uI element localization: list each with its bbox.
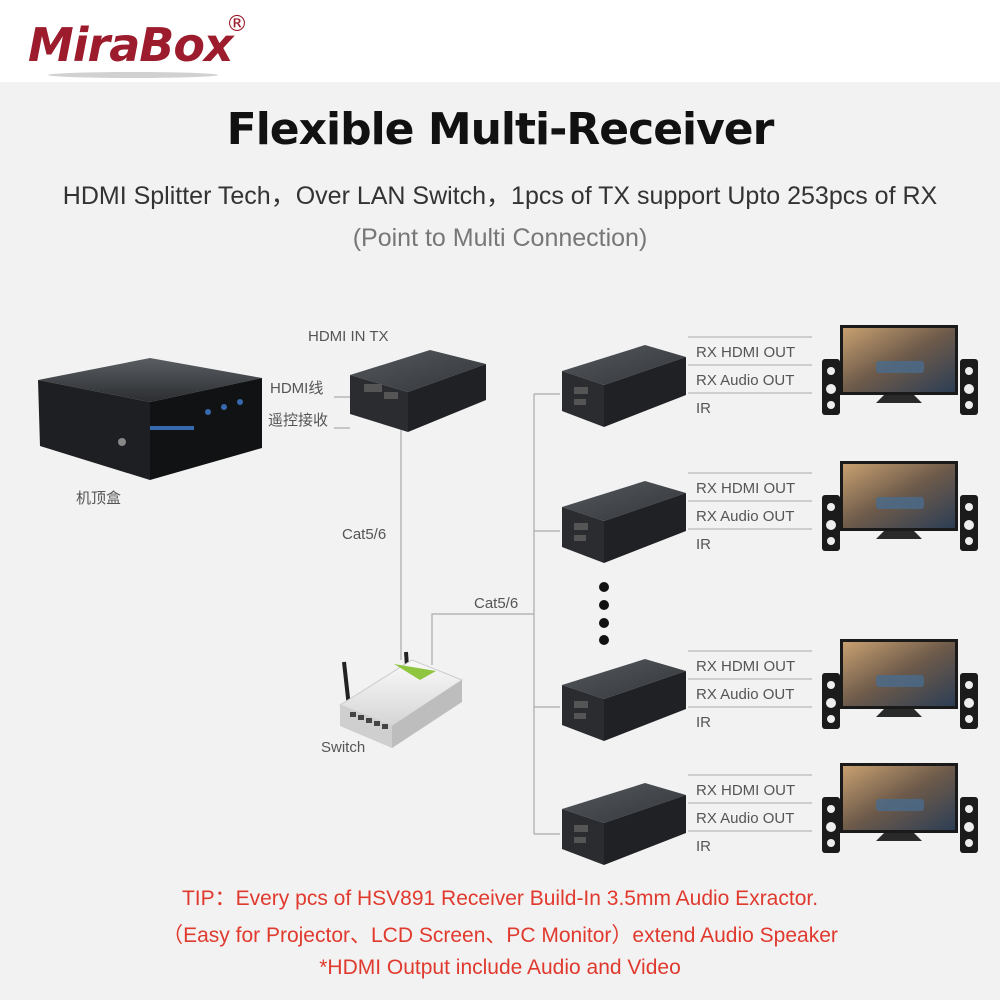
tv-display [840,325,958,403]
receiver-row: RX HDMI OUT RX Audio OUT IR [562,763,978,865]
tx-label: HDMI IN TX [308,328,389,345]
receiver-rows: RX HDMI OUT RX Audio OUT IR RX HDMI OUT RX A… [562,325,978,865]
ir-receive-label: 遥控接收 [268,412,328,429]
registered-mark: ® [226,12,248,37]
hdmi-transmitter [350,350,486,432]
receiver-port-label: IR [696,714,711,731]
brand-logo: MiraBox [28,18,234,72]
speaker-right-icon [960,673,978,729]
speaker-left-icon [822,495,840,551]
speaker-right-icon [960,797,978,853]
receiver-port-label: IR [696,400,711,417]
receiver-port-label: RX HDMI OUT [696,480,795,497]
connection-lines [334,393,560,835]
tip-line-1: TIP：Every pcs of HSV891 Receiver Build-I… [181,887,819,910]
hdmi-cable-label: HDMI线 [270,380,323,397]
receiver-port-label: RX HDMI OUT [696,782,795,799]
tv-display [840,639,958,717]
cable-label-tx: Cat5/6 [342,526,386,543]
hdmi-receiver [562,783,686,865]
speaker-left-icon [822,797,840,853]
tip-line-3: *HDMI Output include Audio and Video [319,956,681,979]
tv-display [840,461,958,539]
cable-label-switch: Cat5/6 [474,595,518,612]
switch-label: Switch [321,739,365,756]
receiver-port-label: RX Audio OUT [696,810,794,827]
hdmi-receiver [562,345,686,427]
receiver-port-label: RX Audio OUT [696,508,794,525]
receiver-row: RX HDMI OUT RX Audio OUT IR [562,461,978,563]
receiver-port-label: RX HDMI OUT [696,658,795,675]
receiver-port-label: RX HDMI OUT [696,344,795,361]
page-title: Flexible Multi-Receiver [226,104,775,155]
receiver-row: RX HDMI OUT RX Audio OUT IR [562,325,978,427]
page-subtitle-connection: (Point to Multi Connection) [352,224,648,252]
logo-shadow [48,72,218,78]
set-top-box [38,358,262,480]
receiver-port-label: RX Audio OUT [696,372,794,389]
speaker-right-icon [960,359,978,415]
speaker-right-icon [960,495,978,551]
tv-display [840,763,958,841]
page-subtitle: HDMI Splitter Tech，Over LAN Switch，1pcs … [62,182,938,210]
receiver-port-label: RX Audio OUT [696,686,794,703]
speaker-left-icon [822,673,840,729]
set-top-box-label: 机顶盒 [76,490,121,507]
speaker-left-icon [822,359,840,415]
receiver-port-label: IR [696,536,711,553]
tip-line-2: （Easy for Projector、LCD Screen、PC Monito… [162,924,838,947]
receiver-port-label: IR [696,838,711,855]
more-receivers-dots [599,582,609,645]
brand-bar: MiraBox ® [0,0,1000,82]
network-switch [338,651,464,748]
hdmi-receiver [562,481,686,563]
hdmi-receiver [562,659,686,741]
receiver-row: RX HDMI OUT RX Audio OUT IR [562,639,978,741]
